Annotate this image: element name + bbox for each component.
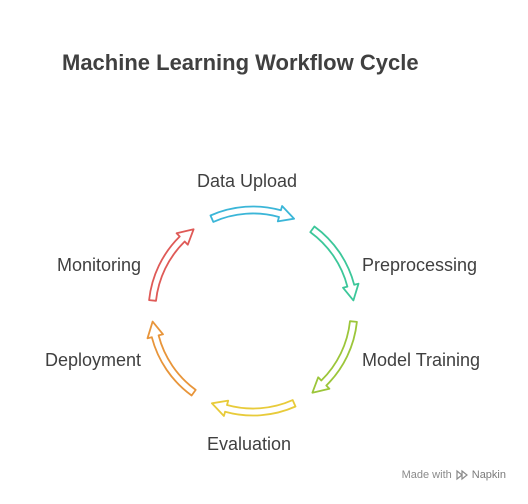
arrow-deployment: [146, 320, 197, 397]
step-label-monitoring: Monitoring: [56, 255, 141, 275]
brand-text: Napkin: [471, 469, 506, 481]
step-label-evaluation: Evaluation: [207, 434, 292, 454]
arrow-monitoring: [148, 228, 195, 302]
arrow-evaluation: [211, 399, 297, 417]
napkin-logo-icon: [456, 469, 468, 481]
made-with-text: Made with: [401, 469, 452, 481]
step-label-data-upload: Data Upload: [197, 171, 298, 191]
step-label-deployment: Deployment: [44, 350, 141, 370]
footer-credit: Made with Napkin: [402, 469, 506, 481]
arrow-model-training: [311, 320, 358, 394]
arrow-data-upload: [209, 205, 295, 223]
diagram-title: Machine Learning Workflow Cycle: [62, 50, 419, 75]
step-label-preprocessing: Preprocessing: [362, 255, 478, 275]
arrow-preprocessing: [309, 225, 360, 302]
step-label-model-training: Model Training: [362, 350, 481, 370]
